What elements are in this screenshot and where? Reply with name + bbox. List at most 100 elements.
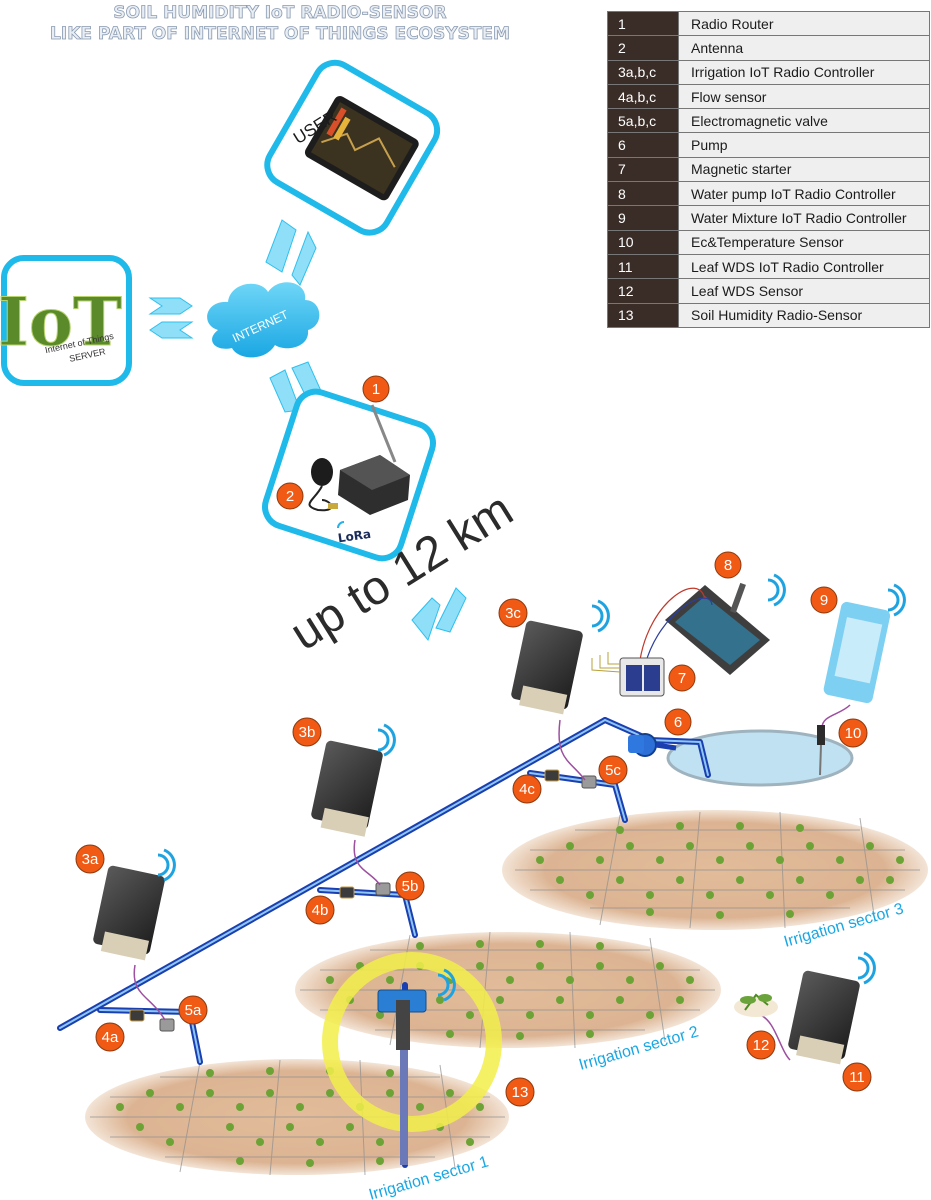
- wireless-signal-icon: [157, 848, 176, 882]
- legend-label: Water Mixture IoT Radio Controller: [678, 205, 930, 231]
- legend-label: Electromagnetic valve: [678, 108, 930, 134]
- internet-cloud-icon: INTERNET: [207, 282, 320, 358]
- legend-label: Water pump IoT Radio Controller: [678, 181, 930, 207]
- flow-sensor-4a: [129, 1009, 145, 1022]
- badge-4a: 4a: [95, 1022, 125, 1052]
- legend-number: 10: [607, 229, 679, 255]
- badge-10: 10: [838, 718, 868, 748]
- ec-temperature-sensor: [817, 725, 825, 776]
- legend-label: Pump: [678, 132, 930, 158]
- legend-label: Antenna: [678, 35, 930, 61]
- badge-5a: 5a: [178, 995, 208, 1025]
- svg-text:5b: 5b: [402, 878, 419, 895]
- flow-sensor-4b: [339, 886, 355, 899]
- water-mixture-controller: [821, 583, 906, 729]
- badge-9: 9: [810, 586, 838, 614]
- badge-4c: 4c: [512, 774, 542, 804]
- wireless-signal-icon: [591, 599, 610, 633]
- diagram-title-line-2: LIKE PART OF INTERNET OF THINGS ECOSYSTE…: [50, 24, 511, 45]
- magnetic-starter: [591, 652, 665, 697]
- leaf-wds-sensor: [734, 993, 778, 1017]
- wireless-signal-icon: [767, 573, 786, 607]
- badge-6: 6: [664, 708, 692, 736]
- svg-text:12: 12: [753, 1037, 770, 1054]
- svg-text:5a: 5a: [185, 1002, 202, 1019]
- svg-text:5c: 5c: [605, 762, 621, 779]
- svg-text:3a: 3a: [82, 851, 99, 868]
- badge-3a: 3a: [75, 844, 105, 874]
- electromagnetic-valve-5b: [375, 882, 391, 896]
- svg-text:3c: 3c: [505, 605, 521, 622]
- legend-number: 3a,b,c: [607, 59, 679, 85]
- svg-text:10: 10: [845, 725, 862, 742]
- svg-text:3b: 3b: [299, 724, 316, 741]
- diagram-title-line-1: SOIL HUMIDITY IoT RADIO-SENSOR: [113, 3, 447, 24]
- legend-number: 9: [607, 205, 679, 231]
- legend-number: 7: [607, 156, 679, 183]
- badge-3c: 3c: [498, 598, 528, 628]
- badge-3b: 3b: [292, 717, 322, 747]
- number-badges: 1 2 3c 3b 3a 4c 4b 4a 5c 5b 5a 6 7 8 9 1…: [75, 375, 872, 1107]
- lora-label: LoRa: [337, 527, 372, 545]
- soil-humidity-radio-sensor: [322, 952, 502, 1165]
- svg-text:4a: 4a: [102, 1029, 119, 1046]
- svg-text:2: 2: [286, 488, 294, 505]
- legend-label: Irrigation IoT Radio Controller: [678, 59, 930, 85]
- svg-text:11: 11: [849, 1069, 865, 1086]
- server-internet-arrows-icon: [148, 297, 194, 339]
- legend-number: 6: [607, 132, 679, 158]
- legend-label: Magnetic starter: [678, 156, 930, 183]
- electromagnetic-valve-5a: [159, 1018, 175, 1032]
- badge-4b: 4b: [305, 895, 335, 925]
- wireless-signal-icon: [887, 583, 906, 617]
- wireless-signal-icon: [857, 951, 876, 985]
- legend-label: Soil Humidity Radio-Sensor: [678, 302, 930, 328]
- legend-label: Leaf WDS Sensor: [678, 278, 930, 304]
- iot-server-box: IoT Internet of Things SERVER: [0, 255, 132, 386]
- water-tank: [666, 729, 854, 787]
- wireless-signal-icon: [437, 968, 456, 1002]
- irrigation-controller-3a: [93, 848, 176, 1021]
- antenna-icon: [308, 458, 338, 512]
- legend-number: 1: [607, 10, 679, 37]
- flow-sensor-4c: [544, 769, 560, 782]
- internet-user-arrows-icon: [265, 219, 317, 286]
- badge-13: 13: [505, 1077, 535, 1107]
- svg-text:1: 1: [372, 381, 380, 398]
- legend-label: Leaf WDS IoT Radio Controller: [678, 253, 930, 280]
- radio-router-box: LoRa: [262, 388, 436, 562]
- legend-label: Radio Router: [678, 10, 930, 37]
- legend-number: 13: [607, 302, 679, 328]
- badge-8: 8: [714, 551, 742, 579]
- badge-1: 1: [362, 375, 390, 403]
- legend-label: Flow sensor: [678, 83, 930, 110]
- radio-router-icon: [338, 404, 410, 515]
- irrigation-sector-3-field: [502, 810, 928, 930]
- legend-label: Ec&Temperature Sensor: [678, 229, 930, 255]
- legend-number: 8: [607, 181, 679, 207]
- water-pump-controller: [639, 573, 786, 675]
- badge-2: 2: [276, 482, 304, 510]
- irrigation-controller-3c: [511, 599, 610, 781]
- legend-number: 4a,b,c: [607, 83, 679, 110]
- badge-11: 11: [842, 1062, 872, 1092]
- legend-number: 5a,b,c: [607, 108, 679, 134]
- electromagnetic-valve-5c: [581, 775, 597, 789]
- irrigation-controller-3b: [311, 723, 396, 886]
- svg-text:4b: 4b: [312, 902, 329, 919]
- lora-logo: LoRa: [337, 521, 372, 545]
- badge-7: 7: [668, 664, 696, 692]
- legend-number: 12: [607, 278, 679, 304]
- user-device-box: USER: [264, 59, 441, 236]
- wireless-signal-icon: [377, 723, 396, 757]
